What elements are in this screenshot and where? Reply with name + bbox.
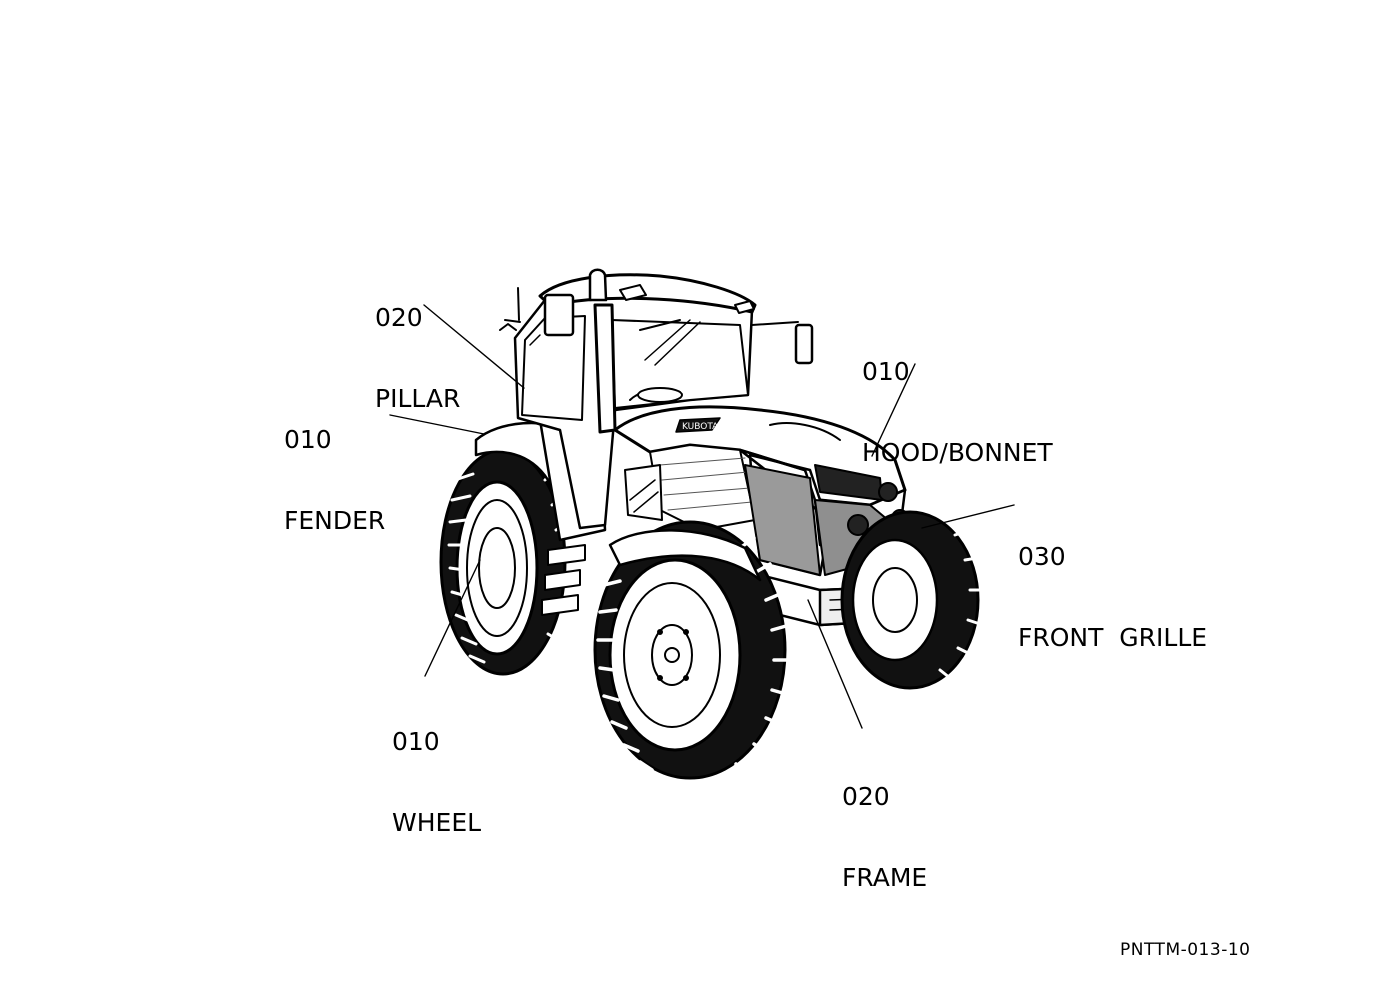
pillar-leader-line (423, 304, 525, 389)
callout-wheel[interactable]: 010 WHEEL (392, 674, 481, 890)
pillar-code: 020 (375, 303, 423, 332)
callout-front-grille[interactable]: 030 FRONT GRILLE (1018, 489, 1207, 705)
wheel-leader-line (424, 559, 481, 677)
pillar-name: PILLAR (375, 384, 461, 413)
frame-leader-line (807, 599, 863, 729)
frame-name: FRAME (842, 863, 928, 892)
fender-name: FENDER (284, 506, 386, 535)
fender-code: 010 (284, 425, 332, 454)
cab-and-fender (474, 268, 814, 616)
brand-badge: KUBOTA (682, 422, 719, 432)
front-left-wheel (593, 520, 790, 780)
callout-fender[interactable]: 010 FENDER (284, 372, 385, 588)
hood-bonnet: KUBOTA (613, 405, 909, 577)
grille-leader-line (921, 504, 1015, 529)
callout-pillar[interactable]: 020 PILLAR (375, 250, 460, 466)
hood-code: 010 (862, 357, 910, 386)
front-right-wheel (840, 510, 984, 690)
grille-code: 030 (1018, 542, 1066, 571)
leader-lines (389, 304, 1015, 729)
wheel-name: WHEEL (392, 808, 482, 837)
callout-hood-bonnet[interactable]: 010 HOOD/BONNET (862, 304, 1053, 520)
grille-name: FRONT GRILLE (1018, 623, 1208, 652)
callout-frame[interactable]: 020 FRAME (842, 729, 927, 945)
wheel-code: 010 (392, 727, 440, 756)
document-code: PNTTM-013-10 (1120, 940, 1251, 960)
hood-name: HOOD/BONNET (862, 438, 1053, 467)
hood-leader-line (871, 363, 916, 457)
frame-code: 020 (842, 782, 890, 811)
fender-leader-line (389, 414, 485, 435)
